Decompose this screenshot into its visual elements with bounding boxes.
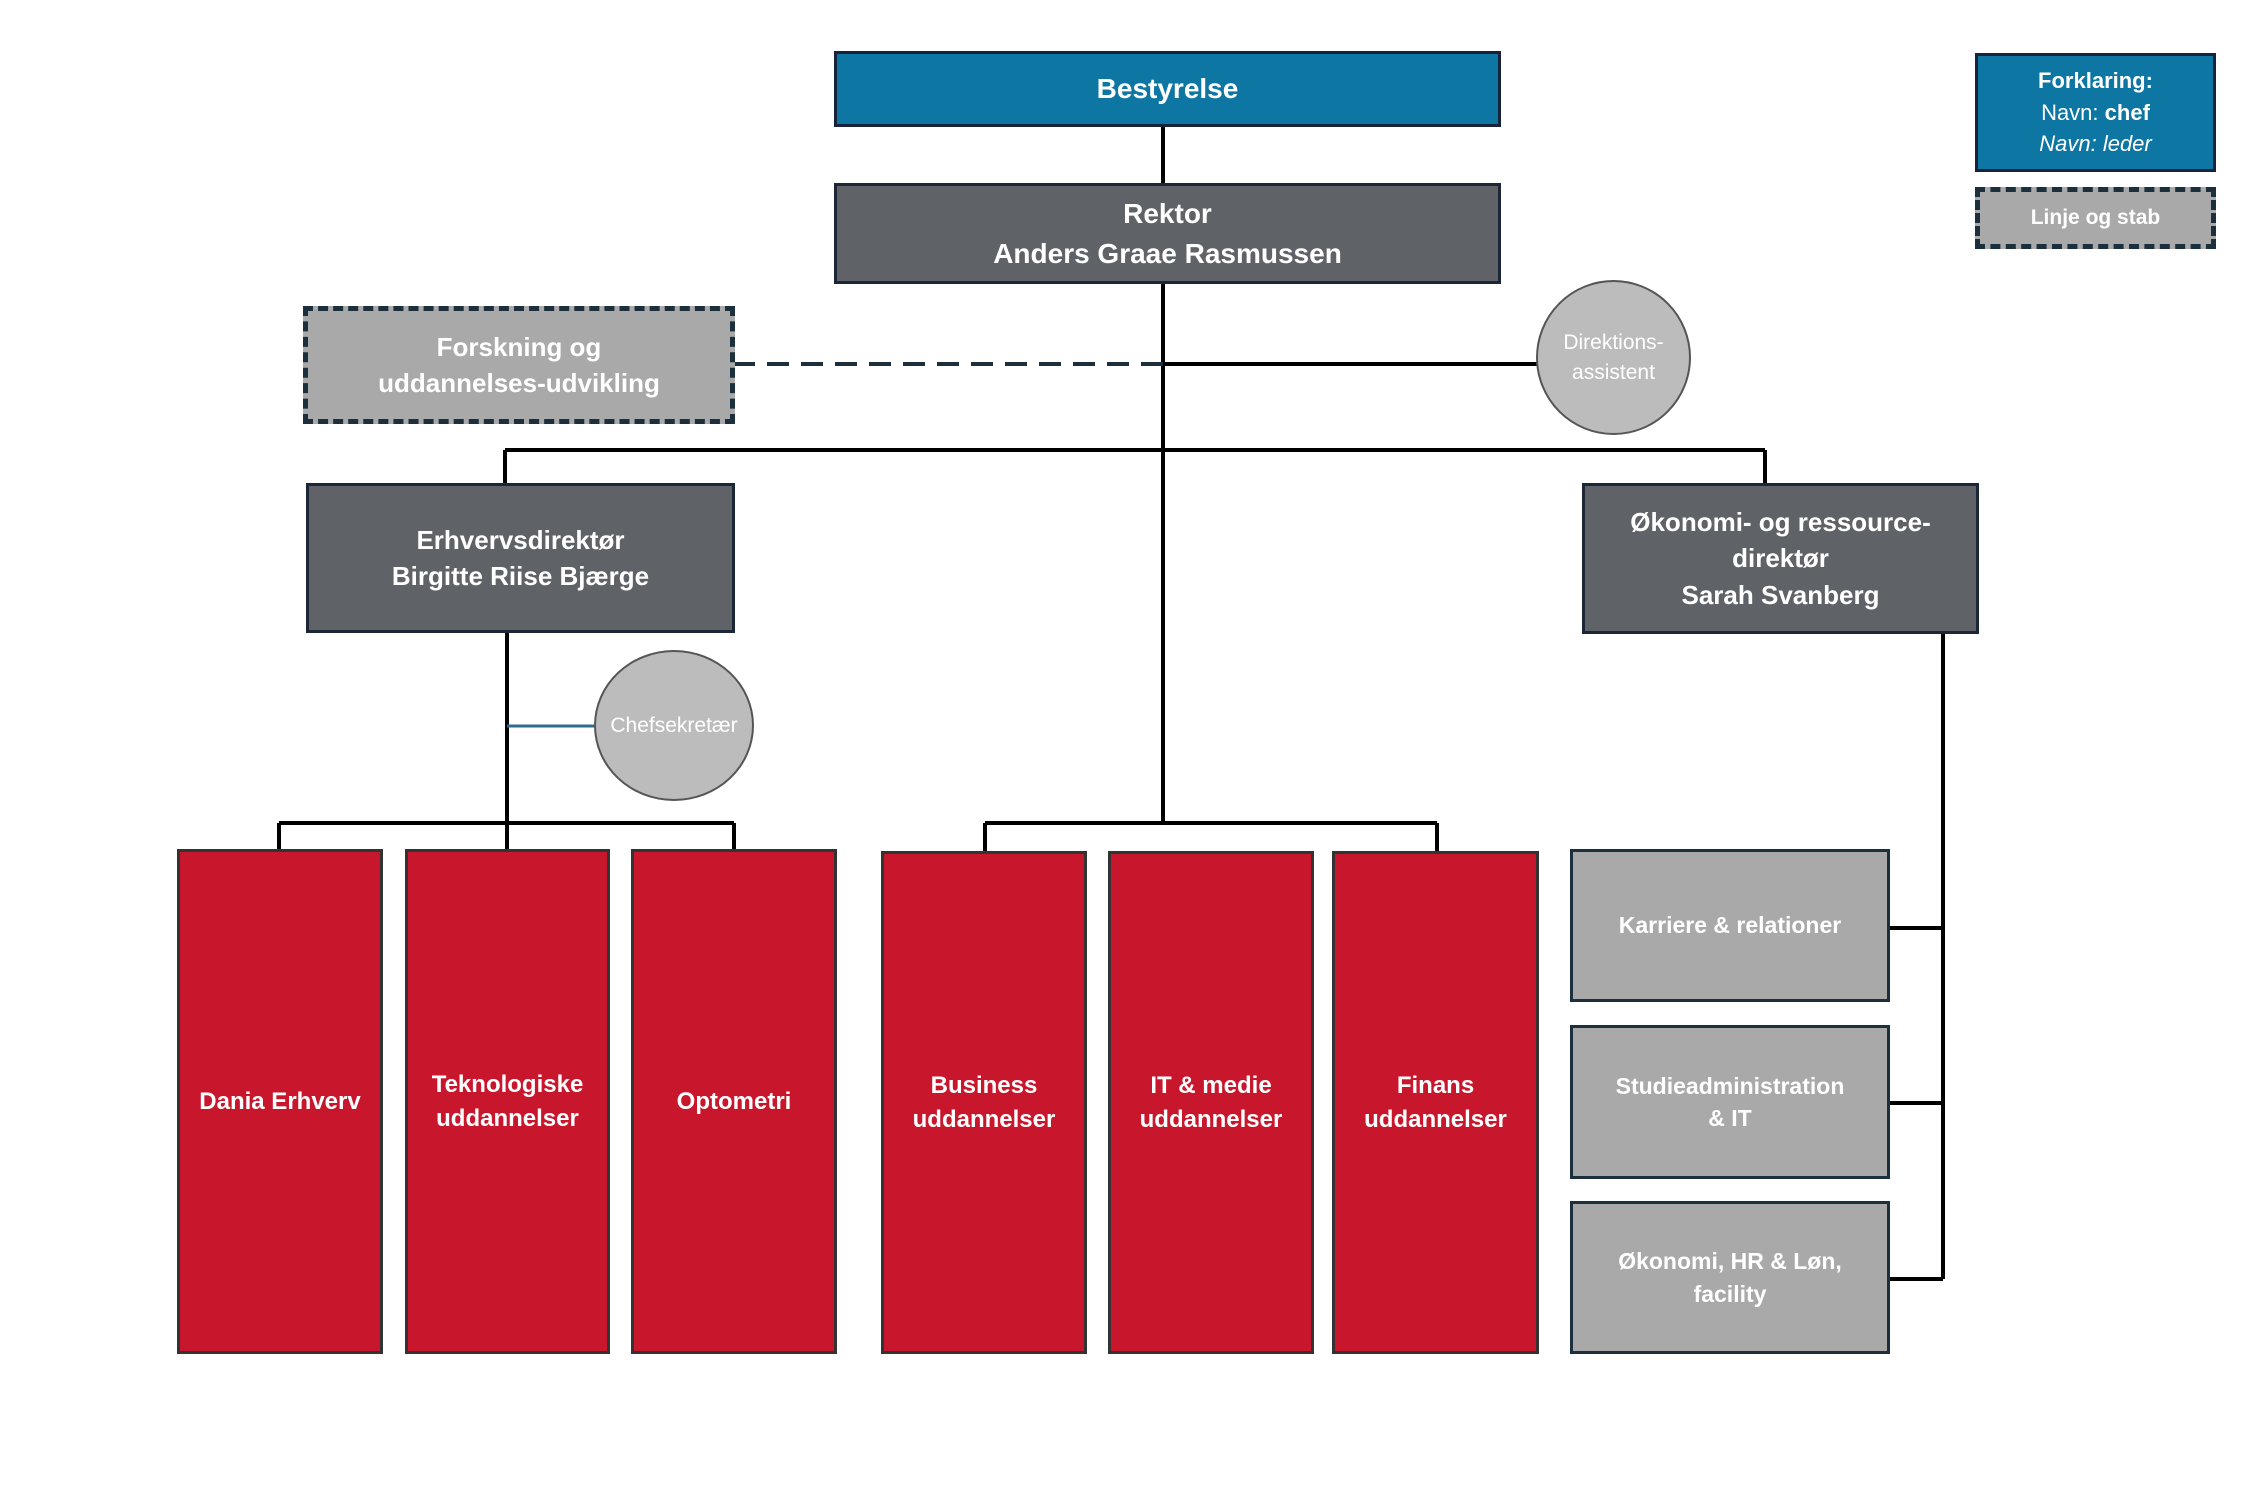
staff-unit-okonomi-hr: Økonomi, HR & Løn, facility bbox=[1570, 1201, 1890, 1354]
department-line2: uddannelser bbox=[1364, 1105, 1507, 1133]
legend-chef-line: Navn: chef bbox=[2041, 97, 2150, 129]
department-line1: IT & medie bbox=[1150, 1071, 1272, 1099]
department-line1: Optometri bbox=[676, 1087, 792, 1115]
assistant-line1: Direktions- bbox=[1563, 331, 1664, 355]
board-box: Bestyrelse bbox=[834, 51, 1501, 127]
assistant-circle: Direktions- assistent bbox=[1536, 280, 1691, 435]
department-it-medie: IT & medie uddannelser bbox=[1108, 851, 1314, 1354]
department-line1: Finans bbox=[1396, 1071, 1475, 1099]
research-line2: uddannelses-udvikling bbox=[378, 368, 660, 398]
department-finans: Finans uddannelser bbox=[1332, 851, 1539, 1354]
business-director-box: Erhvervsdirektør Birgitte Riise Bjærge bbox=[306, 483, 735, 633]
legend-box: Forklaring: Navn: chef Navn: leder bbox=[1975, 53, 2216, 172]
research-line1: Forskning og bbox=[436, 331, 602, 362]
legend-chef: chef bbox=[2104, 99, 2150, 125]
business-director-title: Erhvervsdirektør bbox=[416, 524, 625, 555]
economy-director-name: Sarah Svanberg bbox=[1681, 579, 1880, 610]
department-line1: Teknologiske bbox=[431, 1070, 584, 1098]
economy-director-line2: direktør bbox=[1732, 543, 1829, 574]
economy-director-box: Økonomi- og ressource- direktør Sarah Sv… bbox=[1582, 483, 1979, 634]
research-box: Forskning og uddannelses-udvikling bbox=[303, 306, 735, 424]
department-line2: uddannelser bbox=[1139, 1105, 1283, 1133]
legend-staff-box: Linje og stab bbox=[1975, 187, 2216, 249]
legend-staff-label: Linje og stab bbox=[2030, 206, 2161, 230]
rector-box: Rektor Anders Graae Rasmussen bbox=[834, 183, 1501, 284]
staff-unit-line1: Økonomi, HR & Løn, bbox=[1618, 1248, 1842, 1275]
department-dania-erhverv: Dania Erhverv bbox=[177, 849, 383, 1354]
board-label: Bestyrelse bbox=[1096, 73, 1239, 105]
economy-director-line1: Økonomi- og ressource- bbox=[1630, 506, 1931, 537]
department-line1: Business bbox=[930, 1071, 1038, 1099]
staff-unit-studieadministration: Studieadministration & IT bbox=[1570, 1025, 1890, 1179]
legend-leader-line: Navn: leder bbox=[2039, 131, 2152, 157]
department-line2: uddannelser bbox=[912, 1105, 1056, 1133]
legend-name-prefix: Navn: bbox=[2041, 99, 2099, 125]
department-teknologiske: Teknologiske uddannelser bbox=[405, 849, 610, 1354]
rector-title: Rektor bbox=[1123, 198, 1212, 230]
staff-unit-karriere: Karriere & relationer bbox=[1570, 849, 1890, 1002]
business-director-name: Birgitte Riise Bjærge bbox=[391, 561, 650, 591]
legend-title: Forklaring: bbox=[2038, 67, 2153, 93]
department-line1: Dania Erhverv bbox=[199, 1087, 361, 1115]
department-line2: uddannelser bbox=[436, 1104, 579, 1132]
staff-unit-line1: Studieadministration bbox=[1615, 1072, 1845, 1099]
staff-unit-line2: & IT bbox=[1708, 1105, 1752, 1131]
department-business: Business uddannelser bbox=[881, 851, 1087, 1354]
rector-name: Anders Graae Rasmussen bbox=[993, 237, 1342, 269]
staff-unit-line2: facility bbox=[1693, 1280, 1767, 1307]
secretary-label: Chefsekretær bbox=[610, 713, 738, 737]
staff-unit-line1: Karriere & relationer bbox=[1618, 912, 1842, 939]
secretary-circle: Chefsekretær bbox=[594, 650, 754, 801]
assistant-line2: assistent bbox=[1572, 360, 1655, 384]
department-optometri: Optometri bbox=[631, 849, 837, 1354]
